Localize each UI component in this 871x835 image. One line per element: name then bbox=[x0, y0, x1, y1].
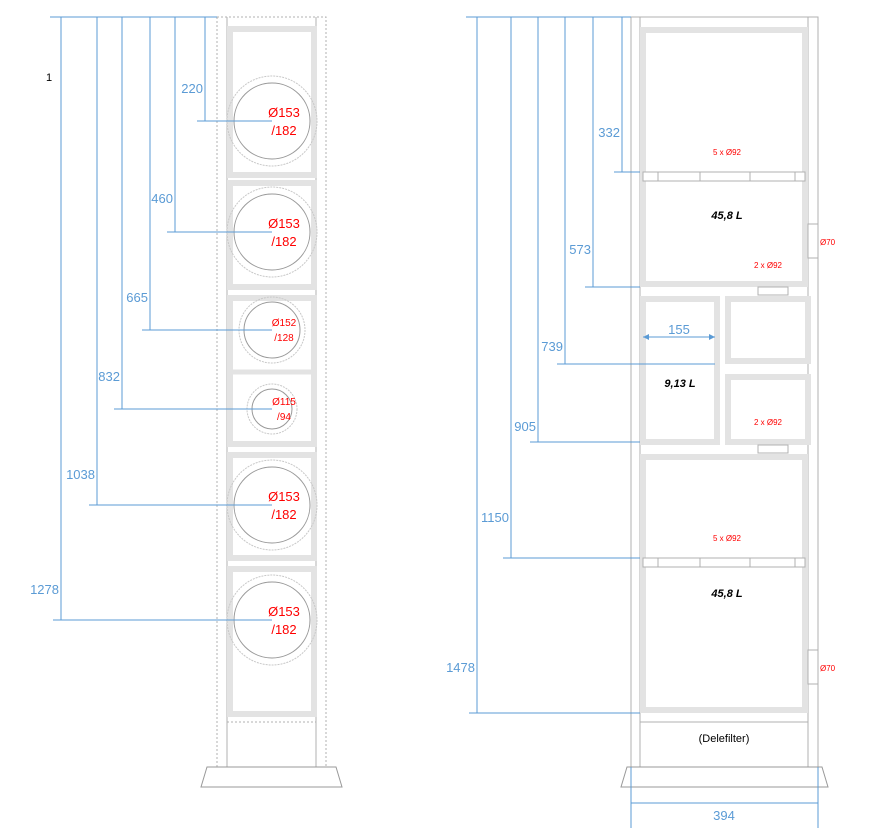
volume-label: 45,8 L bbox=[710, 588, 742, 600]
inner-width-arrowhead-right bbox=[709, 334, 715, 340]
left-chamber-4 bbox=[227, 452, 317, 561]
inner-width-arrowhead-left bbox=[643, 334, 649, 340]
driver-label: Ø153 bbox=[268, 216, 300, 231]
side-port-label: Ø70 bbox=[820, 238, 836, 247]
inner-width-label: 155 bbox=[668, 322, 690, 337]
right-middle-side-chamber-top bbox=[725, 296, 811, 364]
volume-label: 45,8 L bbox=[710, 210, 742, 222]
right-tower-section-view: 332 573 739 905 1150 1478 bbox=[446, 16, 829, 828]
dimension-label: 739 bbox=[541, 339, 563, 354]
right-upper-port-shelf bbox=[642, 171, 806, 182]
left-tower-front-view: Ø153/182Ø153/182Ø152/128Ø115/94Ø153/182Ø… bbox=[30, 16, 343, 788]
dimension-label: 665 bbox=[126, 290, 148, 305]
right-base-plinth bbox=[620, 766, 829, 788]
dimension-label: 220 bbox=[181, 81, 203, 96]
dimension-label: 832 bbox=[98, 369, 120, 384]
dimension-label: 1278 bbox=[30, 582, 59, 597]
driver-label: /128 bbox=[274, 333, 294, 344]
left-base-plinth bbox=[200, 766, 343, 788]
driver-label: Ø153 bbox=[268, 105, 300, 120]
port-label: 2 x Ø92 bbox=[754, 261, 783, 270]
right-middle-chamber bbox=[640, 296, 720, 445]
left-chamber-2 bbox=[227, 180, 317, 290]
dimension-label: 1478 bbox=[446, 660, 475, 675]
right-upper-chamber bbox=[640, 27, 808, 287]
driver-label: /94 bbox=[277, 412, 291, 423]
driver-label: Ø152 bbox=[272, 318, 297, 329]
port-label: 5 x Ø92 bbox=[713, 148, 742, 157]
driver-label: /182 bbox=[271, 507, 296, 522]
dimension-label: 1150 bbox=[481, 510, 509, 525]
right-side-port-lower bbox=[807, 649, 819, 685]
corner-label: 1 bbox=[46, 72, 53, 84]
crossover-label: (Delefilter) bbox=[699, 733, 750, 745]
dimension-label: 1038 bbox=[66, 467, 95, 482]
port-label: 2 x Ø92 bbox=[754, 418, 783, 427]
bottom-width-label: 394 bbox=[713, 808, 735, 823]
driver-label: /182 bbox=[271, 234, 296, 249]
right-middle-bottom-port bbox=[757, 444, 789, 454]
driver-label: Ø153 bbox=[268, 604, 300, 619]
dimension-label: 573 bbox=[569, 242, 591, 257]
side-port-label: Ø70 bbox=[820, 664, 836, 673]
dimension-label: 460 bbox=[151, 191, 173, 206]
driver-label: /182 bbox=[271, 123, 296, 138]
left-chamber-5 bbox=[227, 566, 317, 717]
right-lower-chamber bbox=[640, 454, 808, 713]
driver-label: /182 bbox=[271, 622, 296, 637]
volume-label: 9,13 L bbox=[664, 378, 695, 390]
driver-label: Ø153 bbox=[268, 489, 300, 504]
dimension-label: 332 bbox=[598, 125, 620, 140]
port-label: 5 x Ø92 bbox=[713, 534, 742, 543]
right-lower-port-shelf bbox=[642, 557, 806, 568]
driver-label: Ø115 bbox=[272, 397, 296, 408]
left-chamber-1 bbox=[227, 26, 317, 178]
right-middle-side-chamber-bottom bbox=[725, 374, 811, 445]
dimension-label: 905 bbox=[514, 419, 536, 434]
right-side-port-upper bbox=[807, 223, 819, 259]
right-cabinet-outline bbox=[630, 16, 819, 768]
right-upper-bottom-port bbox=[757, 286, 789, 296]
